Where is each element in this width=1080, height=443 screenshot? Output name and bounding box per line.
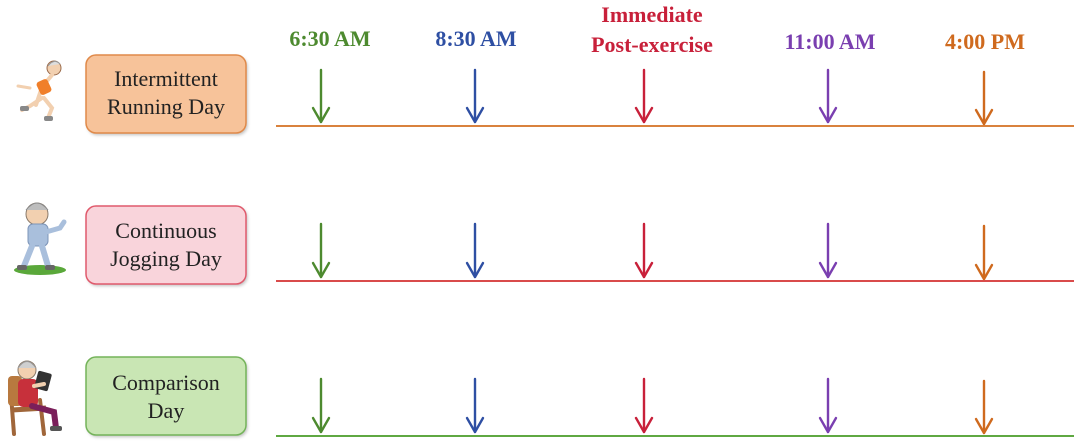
arrow-11am (818, 222, 838, 279)
arrow-4pm (974, 224, 994, 281)
arrow-4pm (974, 379, 994, 435)
arrow-11am (818, 68, 838, 124)
day-box-2 (86, 206, 246, 284)
jogging-person-icon (14, 202, 67, 275)
arrow-6-30am (311, 68, 331, 124)
arrow-post-exercise (634, 222, 654, 279)
arrow-8-30am (465, 222, 485, 279)
day-box-3 (86, 357, 246, 435)
arrow-post-exercise (634, 68, 654, 124)
day-box-2-border (85, 205, 247, 285)
arrow-4pm (974, 70, 994, 126)
arrows-row-3 (311, 377, 994, 435)
time-label-2: 8:30 AM (435, 26, 517, 51)
day-box-3-border (85, 356, 247, 436)
time-label-5: 4:00 PM (945, 29, 1025, 54)
time-label-4: 11:00 AM (784, 29, 875, 54)
running-person-icon (16, 60, 62, 121)
arrow-11am (818, 377, 838, 434)
time-label-1: 6:30 AM (289, 26, 371, 51)
day-box-1-border (85, 54, 247, 134)
arrow-8-30am (465, 68, 485, 124)
arrow-post-exercise (634, 377, 654, 434)
arrow-8-30am (465, 377, 485, 434)
arrow-6-30am (311, 222, 331, 279)
arrows-row-2 (311, 222, 994, 281)
day-box-1 (86, 55, 246, 133)
seated-person-icon (8, 360, 62, 436)
arrows-row-1 (311, 68, 994, 126)
arrow-6-30am (311, 377, 331, 434)
